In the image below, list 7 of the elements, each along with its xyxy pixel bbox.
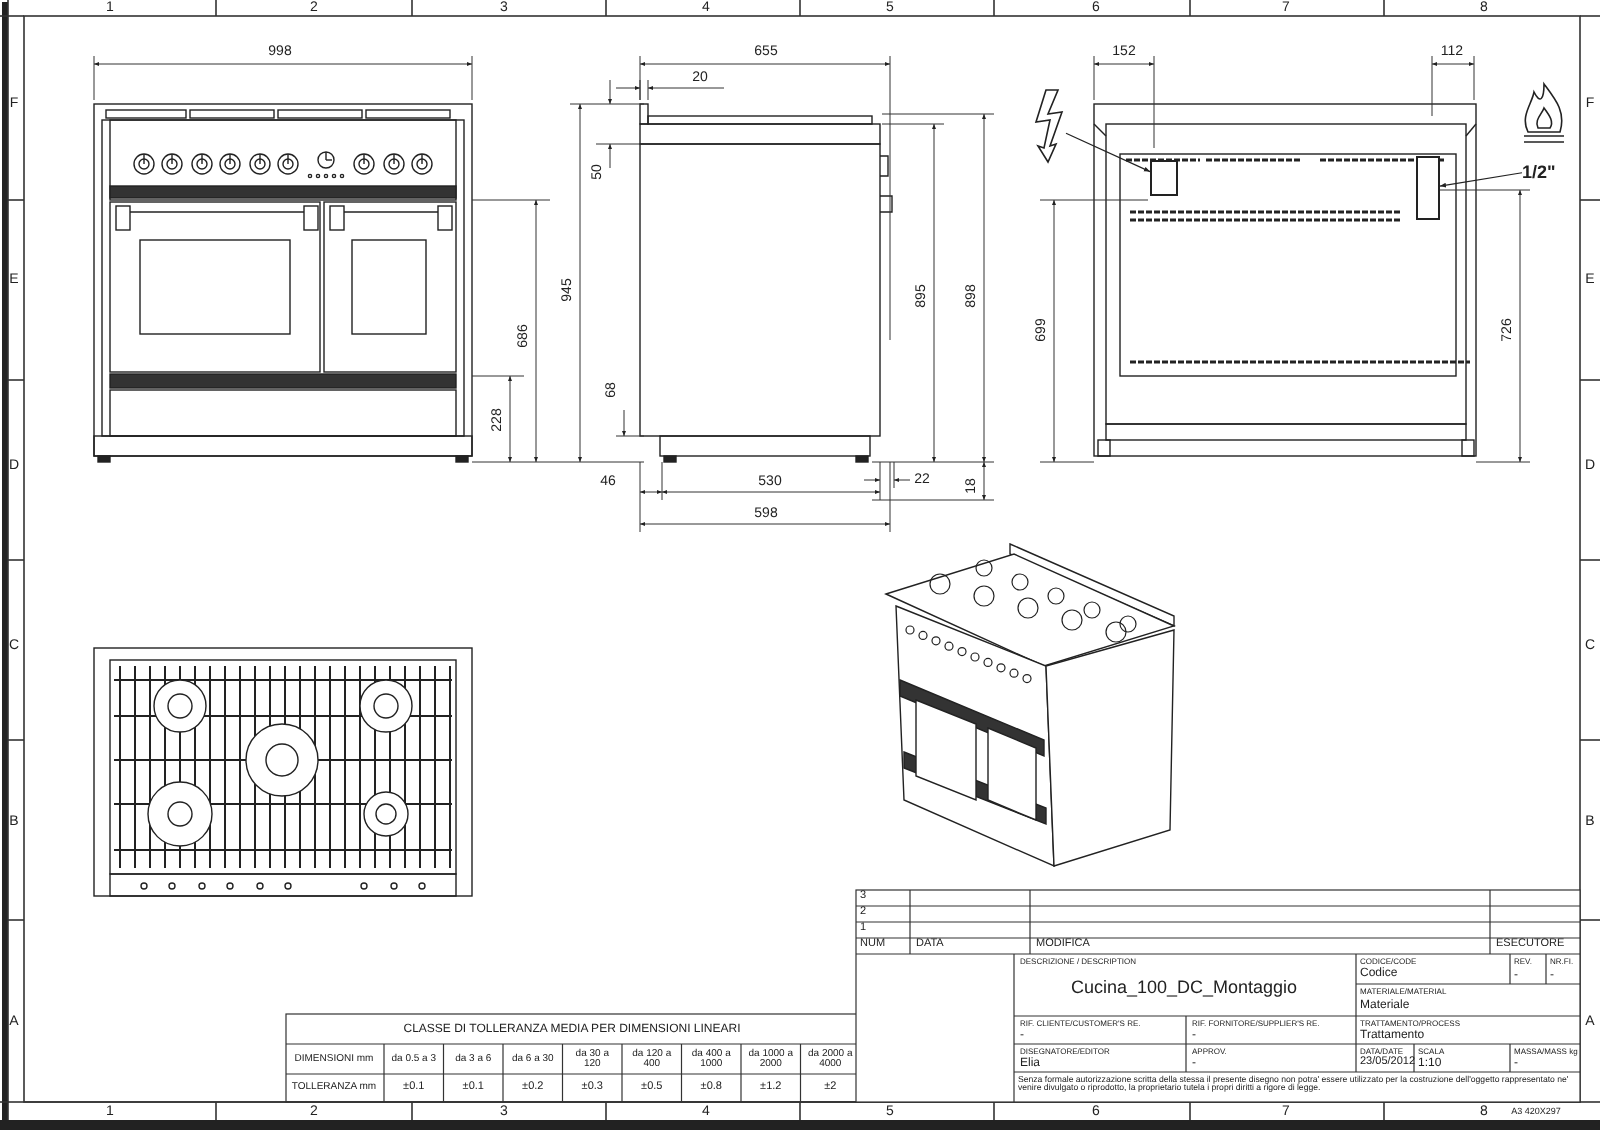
lightning-icon — [1034, 88, 1066, 164]
pipe-size-label: 1/2" — [1522, 152, 1556, 188]
leader-line — [1065, 132, 1151, 173]
gas-connector — [1416, 156, 1440, 220]
leader-line — [1439, 172, 1523, 188]
title-block-value: Cucina_100_DC_Montaggio — [1070, 979, 1298, 997]
terminal-box — [1150, 160, 1178, 196]
